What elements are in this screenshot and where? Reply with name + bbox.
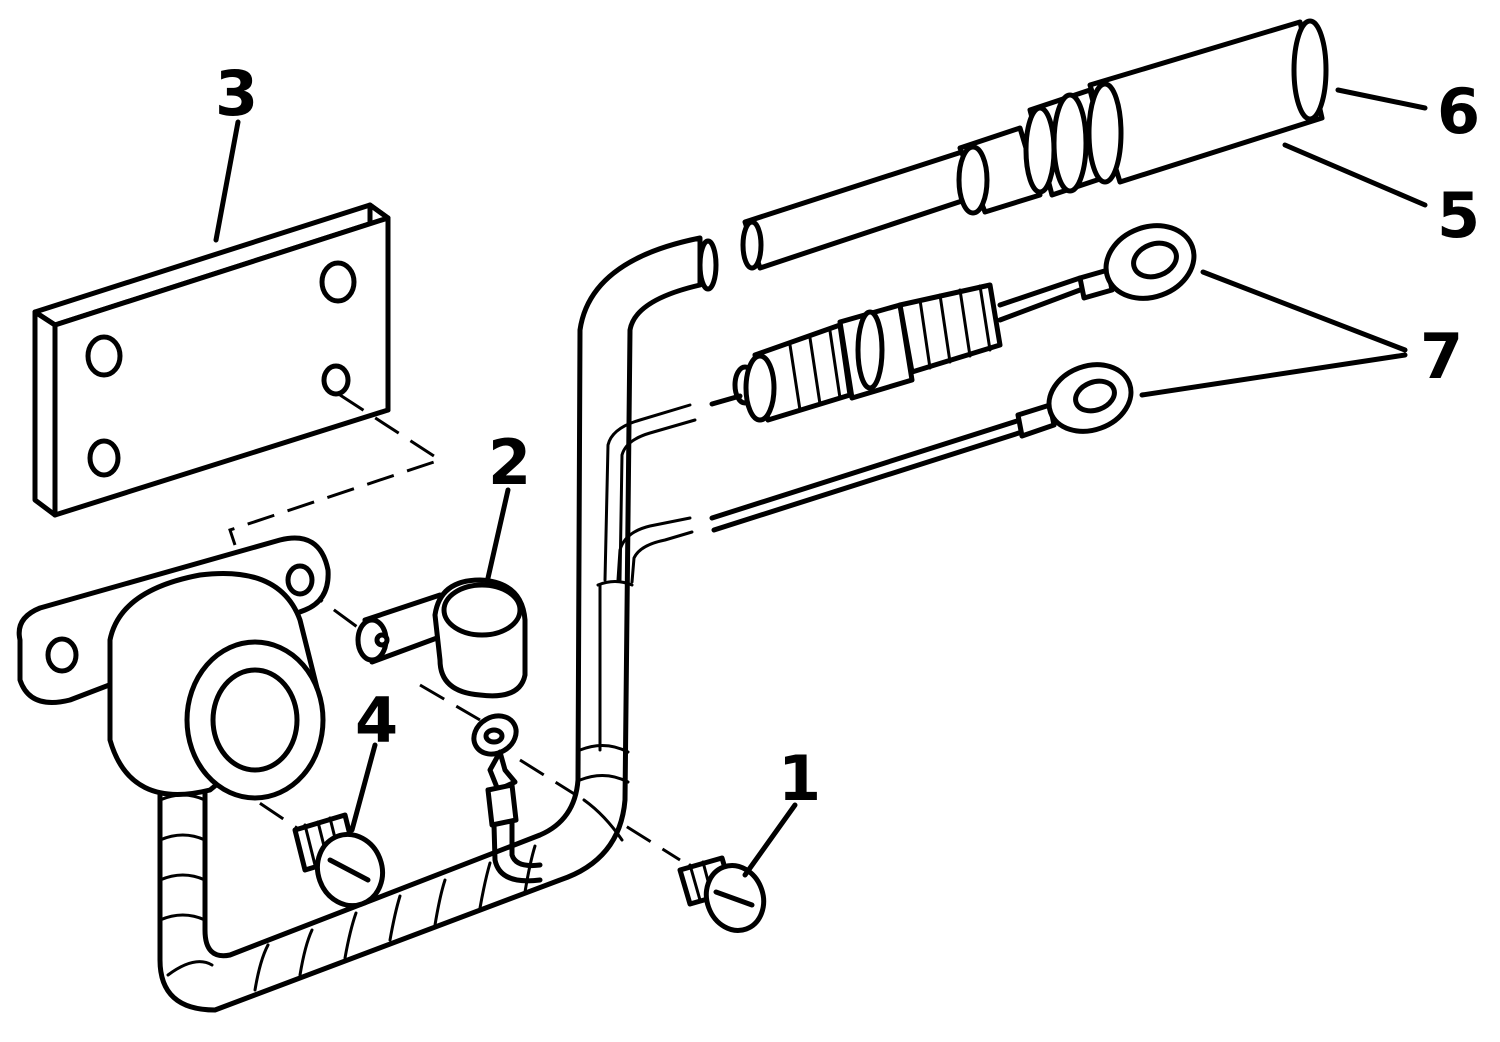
screw-small <box>677 855 767 933</box>
spark-plug-boot <box>956 18 1329 216</box>
callout-6: 6 <box>1437 75 1480 148</box>
callout-1: 1 <box>778 742 821 815</box>
leader-lines <box>213 87 1428 878</box>
harness-wires <box>603 403 697 584</box>
mounting-plate <box>32 202 391 518</box>
ignition-coil <box>16 535 331 801</box>
lower-lead <box>709 362 1134 533</box>
callout-4: 4 <box>355 684 398 757</box>
wire-clamp <box>355 577 528 699</box>
callout-5: 5 <box>1437 179 1480 252</box>
callout-labels: 1 2 3 4 5 6 7 <box>215 57 1480 815</box>
callout-3: 3 <box>215 57 258 130</box>
ground-wire <box>471 713 543 884</box>
callout-7: 7 <box>1420 320 1463 393</box>
callout-2: 2 <box>488 426 531 499</box>
high-tension-lead <box>740 147 983 271</box>
screw-large <box>292 812 385 909</box>
upper-lead <box>709 223 1197 423</box>
